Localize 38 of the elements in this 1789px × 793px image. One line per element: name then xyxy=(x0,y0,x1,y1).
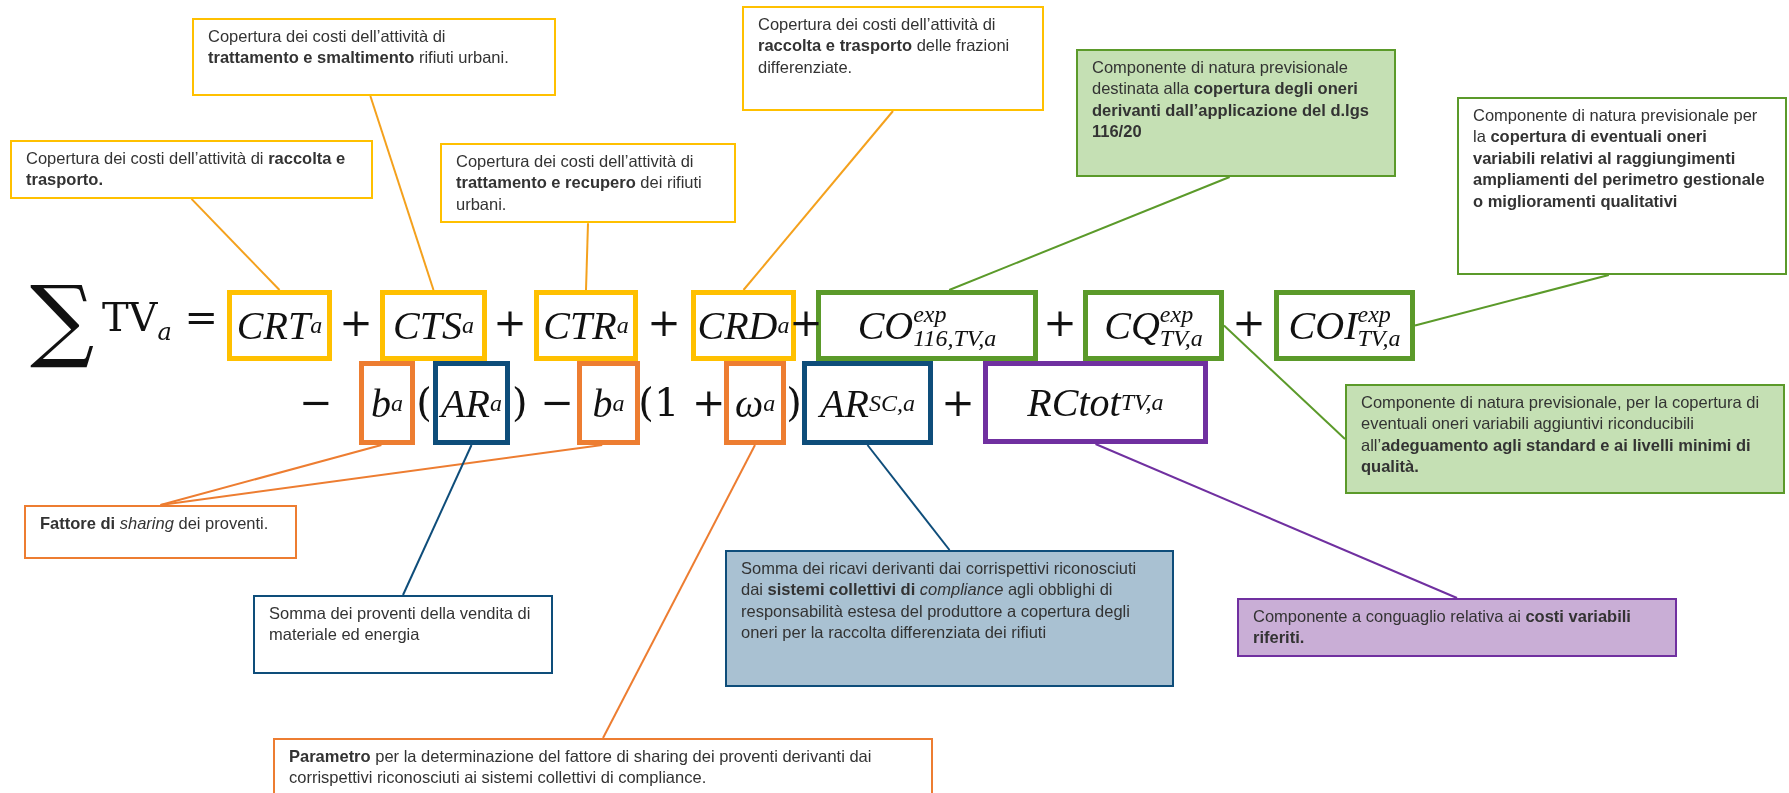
leader-line xyxy=(159,444,604,506)
leader-line xyxy=(369,95,435,291)
formula-text: ) − xyxy=(512,379,574,425)
callout-box: Copertura dei costi dell’attività di raccolta e trasporto delle frazioni differenziate. xyxy=(742,6,1044,111)
leader-line xyxy=(742,110,894,291)
formula-text: + xyxy=(493,299,527,345)
callout-box: Fattore di sharing dei proventi. xyxy=(24,505,297,559)
formula-text: + xyxy=(339,299,373,345)
leader-line xyxy=(948,176,1231,291)
leader-line xyxy=(866,444,951,551)
leader-line xyxy=(585,222,589,291)
formula-text: ) xyxy=(786,379,802,425)
leader-line xyxy=(1223,324,1346,440)
leader-line xyxy=(1094,443,1458,599)
callout-box: Somma dei ricavi derivanti dai corrispettivi riconosciuti dai sistemi collettivi di compliance agli obblighi di responsabilità estesa del produttore a copertura degli oneri per la raccolta differenziata dei rifiuti xyxy=(725,550,1174,687)
leader-line xyxy=(402,444,473,596)
callout-box: Componente di natura previsionale destinata alla copertura degli oneri derivanti dall’applicazione del d.lgs 116/20 xyxy=(1076,49,1396,177)
callout-box: Copertura dei costi dell’attività di raccolta e trasporto. xyxy=(10,140,373,199)
callout-box: Parametro per la determinazione del fattore di sharing dei proventi derivanti dai corrispettivi riconosciuti ai sistemi collettivi di compliance. xyxy=(273,738,933,793)
formula-text: − xyxy=(299,379,333,425)
formula-text: + xyxy=(1232,299,1266,345)
callout-box: Componente a conguaglio relativa ai costi variabili riferiti. xyxy=(1237,598,1677,657)
callout-box: Componente di natura previsionale per la copertura di eventuali oneri variabili relativi al raggiungimenti ampliamenti del perimetro gestionale o miglioramenti qualitativi xyxy=(1457,97,1787,275)
leader-line xyxy=(1414,274,1610,327)
leader-line xyxy=(602,444,756,739)
leader-line xyxy=(190,197,281,291)
formula-text: ( xyxy=(416,379,432,425)
callout-box: Somma dei proventi della vendita di materiale ed energia xyxy=(253,595,553,674)
formula-text: + xyxy=(1043,299,1077,345)
leader-line xyxy=(159,444,383,506)
formula-text: (1 + xyxy=(638,379,726,425)
formula-text: + xyxy=(647,299,681,345)
callout-box: Componente di natura previsionale, per la copertura di eventuali oneri variabili aggiuntivi riconducibili all’adeguamento agli standard e ai livelli minimi di qualità. xyxy=(1345,384,1785,494)
callout-box: Copertura dei costi dell’attività di trattamento e recupero dei rifiuti urbani. xyxy=(440,143,736,224)
sum-symbol: ∑ xyxy=(29,265,95,371)
callout-box: Copertura dei costi dell’attività di trattamento e smaltimento rifiuti urbani. xyxy=(192,18,556,96)
formula-text: + xyxy=(941,379,975,425)
formula-text: TV$_{a}$ = xyxy=(101,294,219,346)
